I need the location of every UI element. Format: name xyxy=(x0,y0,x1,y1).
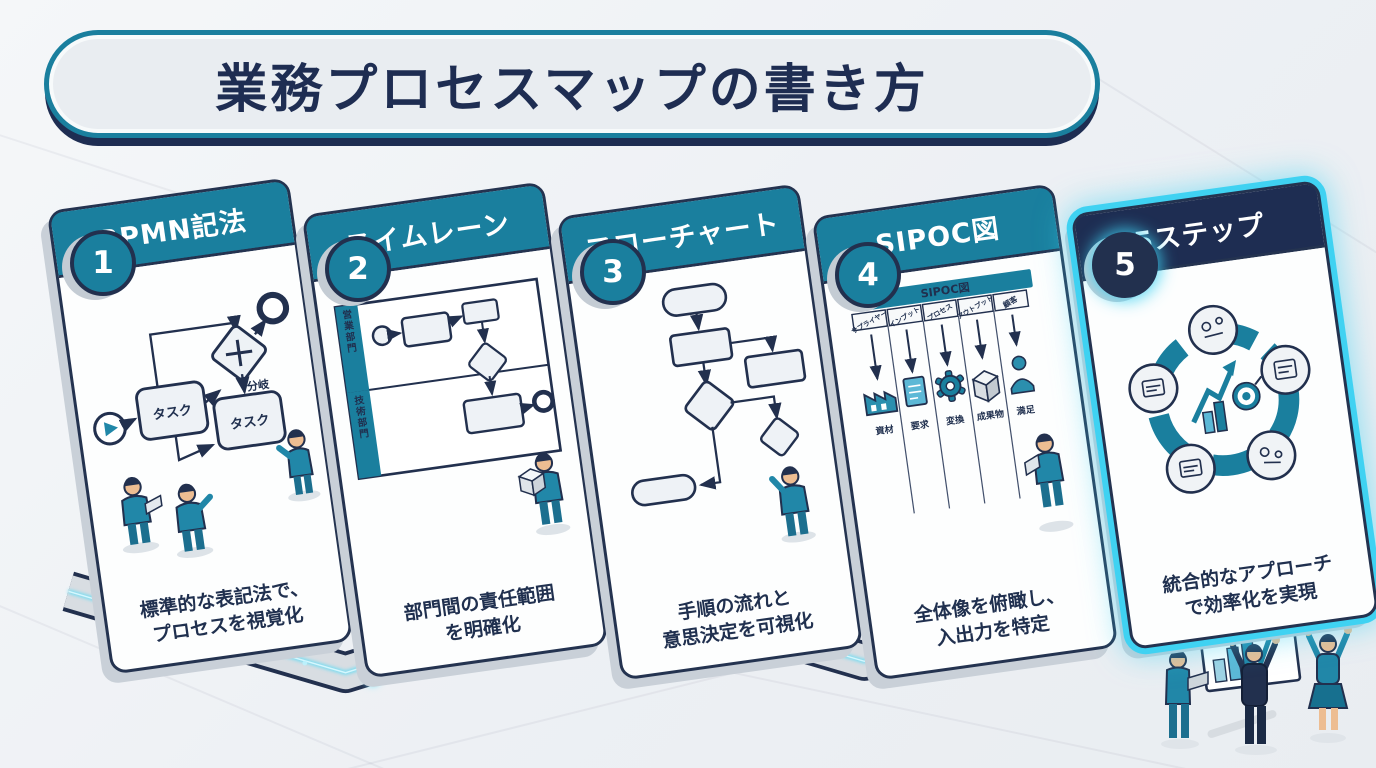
person-icon xyxy=(121,476,163,545)
cycle-node xyxy=(1187,304,1239,355)
title-banner: 業務プロセスマップの書き方 xyxy=(44,30,1100,138)
cycle-node xyxy=(1260,344,1311,395)
person-icon xyxy=(175,483,214,552)
person-cheering-icon xyxy=(1304,626,1352,730)
cycle-node xyxy=(1246,430,1297,481)
card-bpmn-illustration: タスク 分岐 タスク xyxy=(62,247,333,575)
sipoc-item-label: 資材 xyxy=(875,423,895,437)
person-with-laptop-icon xyxy=(1024,433,1074,532)
swimlane-diagram: 営業部門 技術部門 xyxy=(333,277,563,481)
caption-line: を明確化 xyxy=(443,613,523,646)
bpmn-gateway-label: 分岐 xyxy=(246,377,271,394)
cycle-node xyxy=(1165,443,1216,494)
sipoc-table-title: SIPOC図 xyxy=(920,280,971,301)
person-cheering-icon xyxy=(1228,636,1280,744)
card-5steps-caption: 統合的なアプローチ で効率化を実現 xyxy=(1125,544,1374,631)
step-badge-5: 5 xyxy=(1092,232,1158,298)
cycle-node xyxy=(1128,363,1179,414)
bpmn-task-label: タスク xyxy=(229,412,270,433)
sipoc-item-label: 満足 xyxy=(1016,403,1037,418)
card-5steps: 5ステップ xyxy=(1070,179,1376,651)
card-flowchart-illustration xyxy=(572,253,843,581)
card-flowchart-caption: 手順の流れと 意思決定を可視化 xyxy=(615,576,858,662)
card-swimlane-caption: 部門間の責任範囲 を明確化 xyxy=(360,574,603,660)
step-badge-1: 1 xyxy=(70,230,136,296)
person-icon xyxy=(276,429,314,495)
card-bpmn: BPMN記法 タスク 分岐 xyxy=(46,177,354,675)
page-title: 業務プロセスマップの書き方 xyxy=(215,59,929,120)
person-icon xyxy=(769,466,816,543)
swimlane-lane2-label: 技術部門 xyxy=(353,394,370,441)
swimlane-lane1-label: 営業部門 xyxy=(341,308,358,355)
card-sipoc: SIPOC図 SIPOC図 サプライヤー インプット プロセス アウトプット 顧… xyxy=(811,183,1119,681)
bpmn-task-label: タスク xyxy=(152,402,193,423)
package-box-icon xyxy=(971,370,1001,403)
card-sipoc-illustration: SIPOC図 サプライヤー インプット プロセス アウトプット 顧客 xyxy=(827,253,1098,581)
bpmn-end-event-icon xyxy=(256,291,290,325)
card-5steps-illustration xyxy=(1086,250,1361,559)
card-swimlane-illustration: 営業部門 技術部門 xyxy=(317,251,588,579)
document-icon xyxy=(902,375,928,408)
card-sipoc-caption: 全体像を俯瞰し、 入出力を特定 xyxy=(870,576,1113,662)
bpmn-diagram: タスク 分岐 タスク xyxy=(93,291,290,462)
bpmn-task-box xyxy=(212,390,287,451)
flowchart-diagram xyxy=(631,282,807,507)
swimlane-lane2-strip xyxy=(347,389,382,479)
swimlane-lane1-strip xyxy=(335,304,370,394)
factory-icon xyxy=(863,390,899,417)
card-swimlane: スイムレーン 営業部門 技術部門 xyxy=(301,181,609,679)
gear-icon xyxy=(934,370,966,403)
cycle-diagram xyxy=(1128,304,1311,494)
step-badge-3: 3 xyxy=(580,239,646,305)
sipoc-item-label: 変換 xyxy=(945,413,966,428)
growth-center-icon xyxy=(1191,360,1263,435)
customer-icon xyxy=(1010,355,1036,395)
step-badge-2: 2 xyxy=(325,236,391,302)
person-with-box-icon xyxy=(517,452,571,536)
sipoc-item-label: 成果物 xyxy=(976,408,1005,424)
person-with-laptop-icon xyxy=(1164,650,1209,738)
card-bpmn-caption: 標準的な表記法で、 プロセスを視覚化 xyxy=(105,570,348,656)
sipoc-item-label: 要求 xyxy=(910,418,931,433)
card-flowchart: フローチャート xyxy=(556,183,864,681)
people-group xyxy=(121,429,321,558)
step-badge-4: 4 xyxy=(835,242,901,308)
